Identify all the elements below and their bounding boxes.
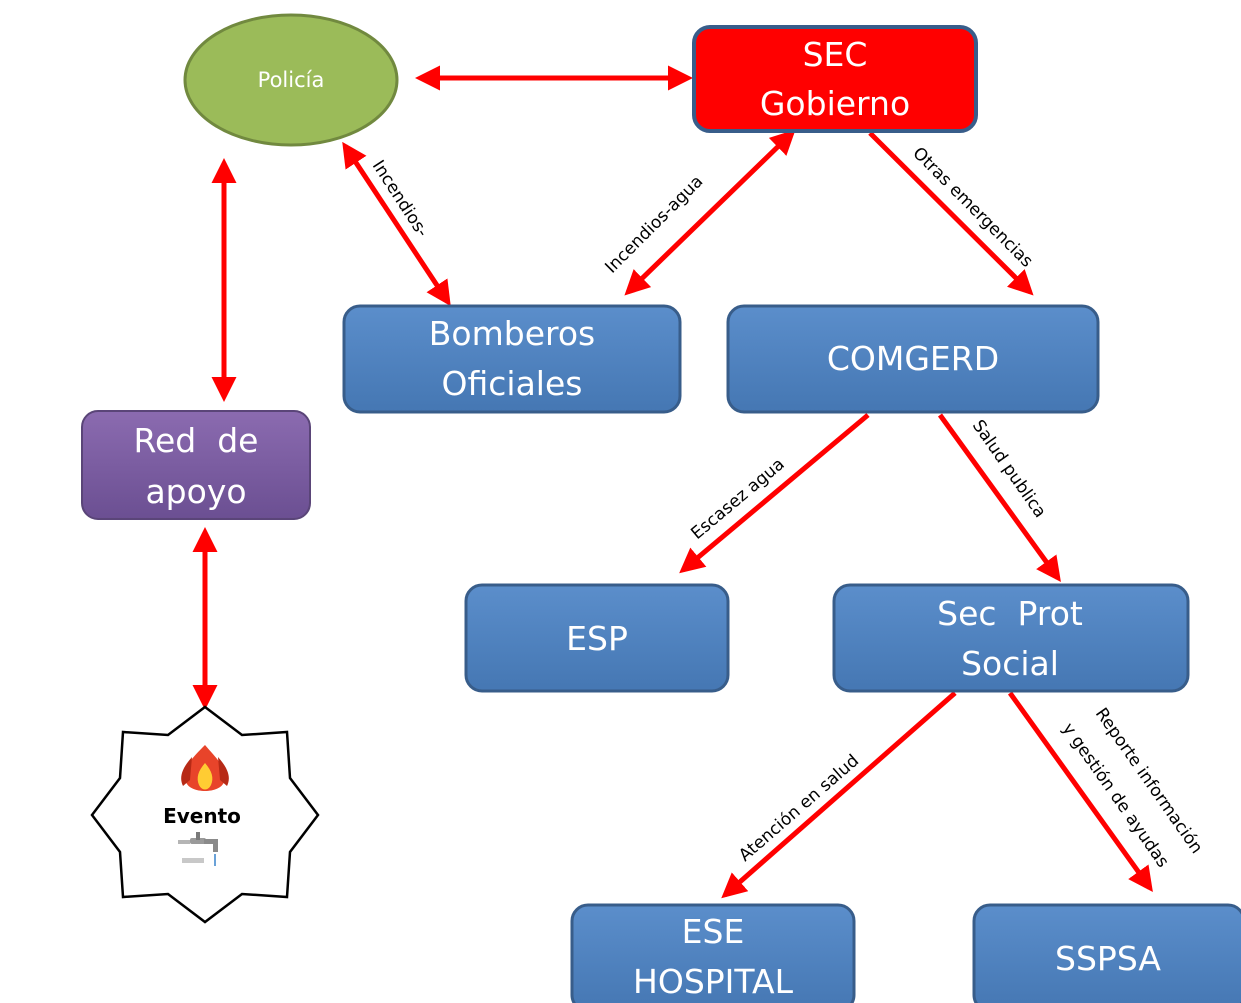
node-bomberos-line1: Bomberos — [429, 314, 595, 353]
node-comgerd-label: COMGERD — [827, 339, 999, 378]
node-red-apoyo-line1: Red de — [134, 421, 259, 460]
node-sec-gobierno-line2: Gobierno — [760, 84, 910, 123]
node-esp-label: ESP — [566, 619, 628, 658]
node-ese-hospital: ESE HOSPITAL — [570, 903, 856, 1003]
edge-sec-gobierno-bomberos — [624, 129, 796, 296]
node-sec-gobierno-line1: SEC — [803, 35, 868, 74]
evento-label: Evento — [163, 804, 241, 828]
edge-comgerd-esp — [679, 413, 870, 574]
node-policia: Policía — [183, 13, 399, 147]
node-sec-prot-social-line2: Social — [961, 644, 1059, 683]
edge-sec-prot-social-ese — [721, 691, 957, 899]
evento-star-shape — [90, 705, 320, 924]
node-evento: Evento — [90, 705, 320, 924]
edge-comgerd-sec-prot-social — [937, 413, 1061, 583]
node-sspsa: SSPSA — [972, 903, 1241, 1003]
node-esp: ESP — [464, 583, 730, 693]
edge-policia-bomberos — [342, 141, 451, 307]
edge-label-escasez-agua: Escasez agua — [687, 454, 788, 544]
node-sec-gobierno: SEC Gobierno — [692, 25, 978, 133]
edge-sec-prot-social-sspsa — [1007, 691, 1153, 893]
edge-label-incendios-agua: Incendios-agua — [601, 172, 707, 278]
node-red-apoyo-line2: apoyo — [145, 472, 246, 511]
node-sspsa-label: SSPSA — [1055, 939, 1161, 978]
edge-label-atencion-salud: Atención en salud — [735, 751, 863, 866]
edge-sec-gobierno-comgerd — [868, 131, 1034, 296]
node-ese-hospital-line2: HOSPITAL — [633, 962, 794, 1001]
node-red-apoyo: Red de apoyo — [81, 410, 311, 520]
faucet-icon — [178, 832, 218, 866]
node-sec-prot-social: Sec Prot Social — [832, 583, 1190, 693]
node-bomberos: Bomberos Oficiales — [342, 304, 682, 414]
node-comgerd: COMGERD — [726, 304, 1100, 414]
node-policia-label: Policía — [258, 68, 325, 92]
node-sec-prot-social-line1: Sec Prot — [937, 594, 1083, 633]
edge-label-otras-emergencias: Otras emergencias — [908, 143, 1036, 271]
fire-icon — [181, 745, 229, 791]
node-bomberos-line2: Oficiales — [442, 364, 583, 403]
node-ese-hospital-line1: ESE — [682, 912, 745, 951]
